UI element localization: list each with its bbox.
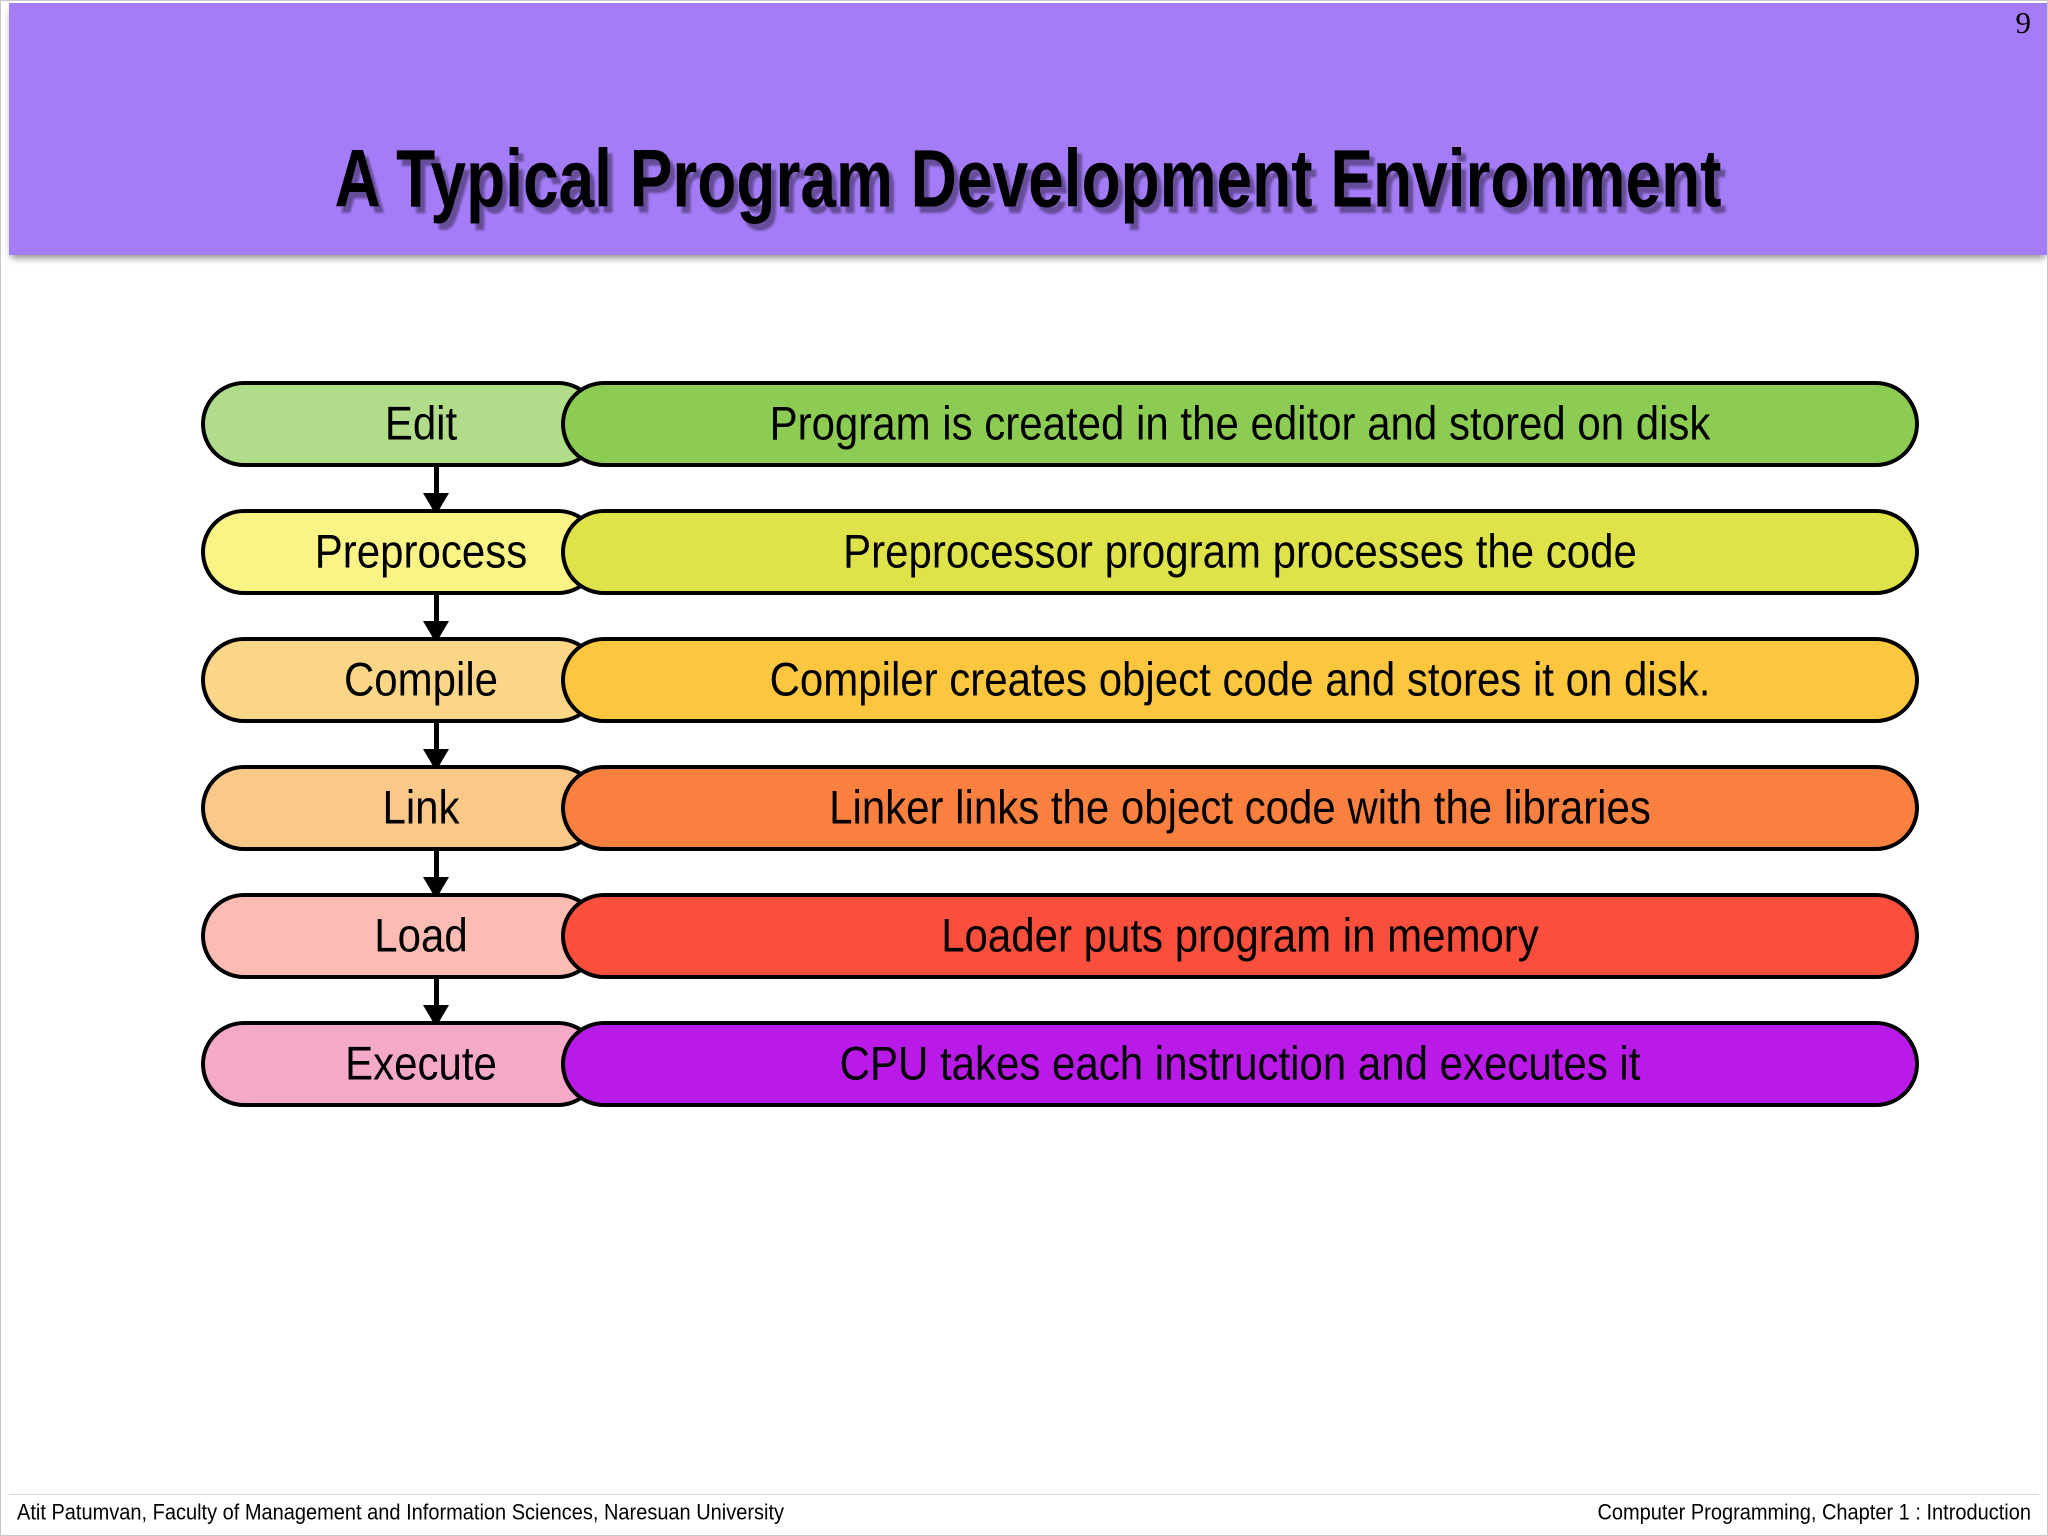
flow-step-preprocess: Preprocessor program processes the code … bbox=[201, 509, 1919, 643]
flow-step-description-pill: Compiler creates object code and stores … bbox=[561, 637, 1919, 723]
footer-course: Computer Programming, Chapter 1 : Introd… bbox=[1597, 1501, 2031, 1526]
flow-step-description-pill: CPU takes each instruction and executes … bbox=[561, 1021, 1919, 1107]
flow-step-stage-label: Compile bbox=[343, 653, 499, 706]
arrow-shaft bbox=[434, 723, 439, 753]
flow-step-stage-pill: Preprocess bbox=[201, 509, 601, 595]
flow-arrow-icon bbox=[423, 723, 449, 771]
flow-step-stage-pill: Compile bbox=[201, 637, 601, 723]
flow-step-description-label: Program is created in the editor and sto… bbox=[769, 397, 1711, 450]
flow-step-description-label: Compiler creates object code and stores … bbox=[769, 653, 1711, 706]
flow-step-stage-label: Load bbox=[374, 909, 468, 962]
flow-step-description-label: Linker links the object code with the li… bbox=[829, 781, 1651, 834]
flow-arrow-icon bbox=[423, 851, 449, 899]
page-title: A Typical Program Development Environmen… bbox=[334, 132, 1722, 225]
flow-step-stage-pill: Link bbox=[201, 765, 601, 851]
footer-author: Atit Patumvan, Faculty of Management and… bbox=[17, 1501, 785, 1526]
flow-step-compile: Compiler creates object code and stores … bbox=[201, 637, 1919, 771]
flow-step-stage-pill: Edit bbox=[201, 381, 601, 467]
flow-step-stage-label: Edit bbox=[384, 397, 458, 450]
flow-step-stage-pill: Load bbox=[201, 893, 601, 979]
slide-footer: Atit Patumvan, Faculty of Management and… bbox=[9, 1494, 2039, 1529]
flow-step-description-pill: Program is created in the editor and sto… bbox=[561, 381, 1919, 467]
flow-step-description-pill: Preprocessor program processes the code bbox=[561, 509, 1919, 595]
arrow-shaft bbox=[434, 467, 439, 497]
flow-step-description-pill: Linker links the object code with the li… bbox=[561, 765, 1919, 851]
flow-arrow-icon bbox=[423, 979, 449, 1027]
flow-arrow-icon bbox=[423, 595, 449, 643]
flow-arrow-icon bbox=[423, 467, 449, 515]
flow-step-load: Loader puts program in memory Load bbox=[201, 893, 1919, 1027]
flow-step-stage-label: Execute bbox=[345, 1037, 497, 1090]
flow-step-description-pill: Loader puts program in memory bbox=[561, 893, 1919, 979]
arrow-shaft bbox=[434, 979, 439, 1009]
arrow-shaft bbox=[434, 851, 439, 881]
flow-step-stage-pill: Execute bbox=[201, 1021, 601, 1107]
flow-step-stage-label: Preprocess bbox=[314, 525, 528, 578]
flow-step-stage-label: Link bbox=[382, 781, 460, 834]
flow-step-link: Linker links the object code with the li… bbox=[201, 765, 1919, 899]
arrow-shaft bbox=[434, 595, 439, 625]
flow-step-description-label: Loader puts program in memory bbox=[941, 909, 1539, 962]
flow-step-description-label: Preprocessor program processes the code bbox=[843, 525, 1637, 578]
flow-step-execute: CPU takes each instruction and executes … bbox=[201, 1021, 1919, 1107]
program-development-flow: Program is created in the editor and sto… bbox=[201, 381, 1919, 1107]
flow-step-edit: Program is created in the editor and sto… bbox=[201, 381, 1919, 515]
title-bar: 9 A Typical Program Development Environm… bbox=[9, 3, 2047, 255]
flow-step-description-label: CPU takes each instruction and executes … bbox=[839, 1037, 1641, 1090]
slide-number: 9 bbox=[2015, 5, 2032, 40]
